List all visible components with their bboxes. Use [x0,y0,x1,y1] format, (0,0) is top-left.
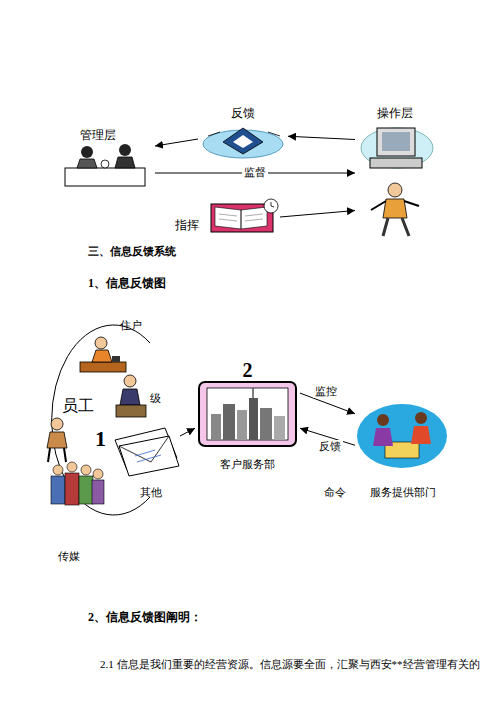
node-illustration [95,418,180,478]
employee-figure [47,418,67,462]
node-text: 反馈 [198,106,288,120]
source-ring [52,325,150,515]
edge-label: 反馈 [317,440,343,453]
edge-label: 监控 [313,385,339,398]
sub-heading: 2、信息反馈图阐明： [88,610,202,624]
source-label: 员工 [62,396,94,415]
operations-node: 操作层 [355,106,435,240]
node-text: 服务提供部门 [355,486,450,499]
node-text: 1 [95,426,106,452]
seated-figure [116,375,146,417]
source-label: 级 [150,392,161,405]
section-heading: 三、信息反馈系统 [88,245,176,258]
management-node: 管理层 [55,128,155,188]
flow-arrow [288,136,355,139]
node-text: 2 [195,358,300,382]
source-label: 其他 [140,486,162,499]
crowd-figure [51,462,104,505]
sub-heading: 1、信息反馈图 [88,276,166,290]
flow-label: 命令 [324,486,346,499]
source-label: 住户 [120,319,142,332]
service-dept-node: 服务提供部门 [355,398,450,503]
customer-service-node: 2 客户服务部 [195,358,300,475]
node-illustration [355,106,435,240]
flow-arrow [180,428,195,436]
flow-arrow [155,139,198,146]
node-text: 管理层 [80,128,116,142]
source-label: 传媒 [58,550,80,563]
flow-arrow [280,211,355,217]
sources-node: 1 [95,418,180,478]
feedback-node: 反馈 [198,106,288,161]
edge-label: 监督 [242,166,268,179]
command-node: 指挥 [175,198,280,236]
body-text: 2.1 信息是我们重要的经营资源。信息源要全面，汇聚与西安**经营管理有关的 [100,658,480,671]
node-text: 客户服务部 [195,458,300,471]
node-text: 操作层 [355,106,435,120]
node-text: 指挥 [175,218,199,232]
resident-figure [80,337,126,372]
